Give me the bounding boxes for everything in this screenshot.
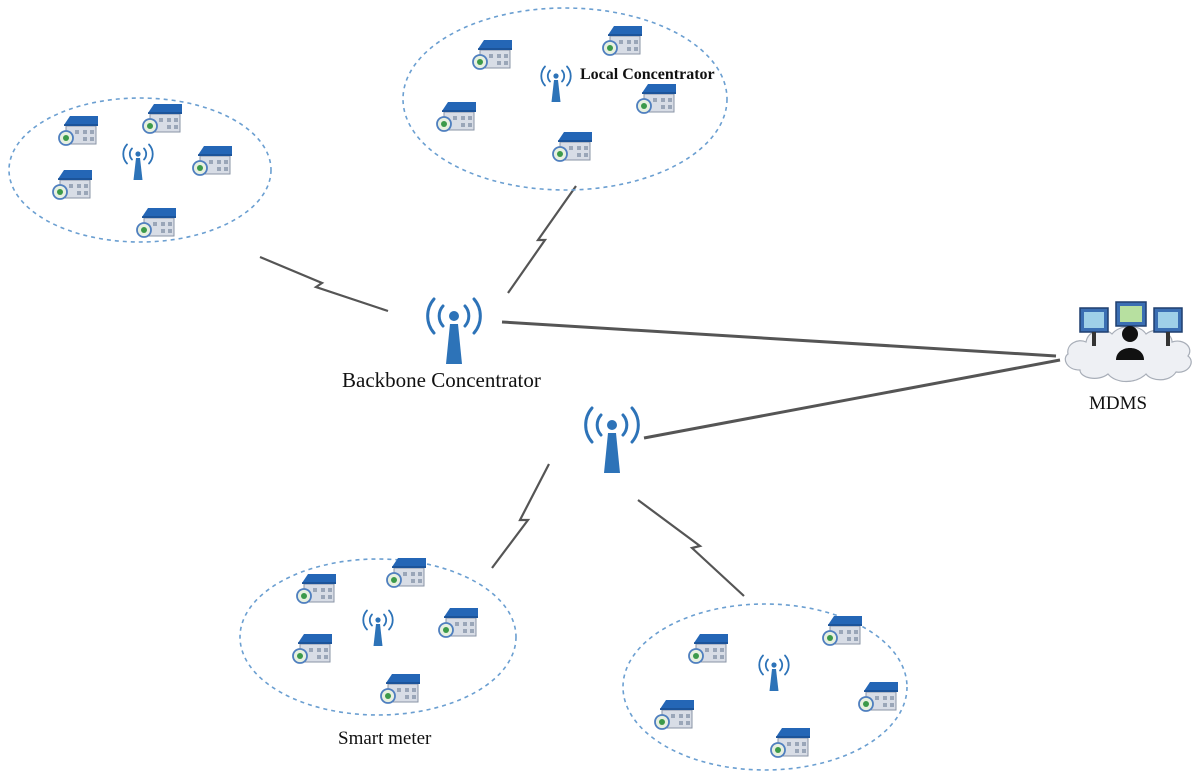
meter-icon [858, 681, 899, 712]
backbone-to-mdms-link [501, 320, 1057, 358]
meter-icon [602, 25, 643, 56]
concentrator-to-mdms-link [643, 358, 1061, 440]
mdms-control-center-icon [1064, 301, 1192, 383]
wireless-link-bottom-left [491, 463, 550, 569]
local-concentrator-label: Local Concentrator [580, 66, 715, 83]
meter-icon [436, 101, 477, 132]
smart-meter-label: Smart meter [338, 728, 432, 749]
meter-icon [636, 83, 677, 114]
wireless-link-top-left [259, 255, 389, 313]
wireless-link-top [507, 185, 577, 294]
meter-icon [654, 699, 695, 730]
local-antenna-icon [362, 609, 394, 647]
meter-icon [292, 633, 333, 664]
cluster-bottom-left [239, 557, 517, 716]
meter-icon [142, 103, 183, 134]
wireless-link-bottom-right [637, 499, 745, 597]
meter-icon [58, 115, 99, 146]
backbone-concentrator-antenna-icon [426, 297, 482, 366]
meter-icon [386, 557, 427, 588]
meter-icon [192, 145, 233, 176]
meter-icon [380, 673, 421, 704]
mdms-label: MDMS [1089, 393, 1148, 414]
concentrator-antenna-icon [584, 406, 640, 475]
local-antenna-icon [758, 654, 790, 692]
cluster-bottom-right [622, 603, 908, 771]
cluster-top-left [8, 97, 272, 243]
meter-icon [472, 39, 513, 70]
meter-icon [52, 169, 93, 200]
meter-icon [438, 607, 479, 638]
meter-icon [770, 727, 811, 758]
meter-icon [296, 573, 337, 604]
meter-icon [552, 131, 593, 162]
backbone-concentrator-label: Backbone Concentrator [342, 368, 541, 392]
meter-icon [136, 207, 177, 238]
meter-icon [688, 633, 729, 664]
local-antenna-icon [540, 65, 572, 103]
cluster-top [402, 7, 728, 191]
meter-icon [822, 615, 863, 646]
local-antenna-icon [122, 143, 154, 181]
